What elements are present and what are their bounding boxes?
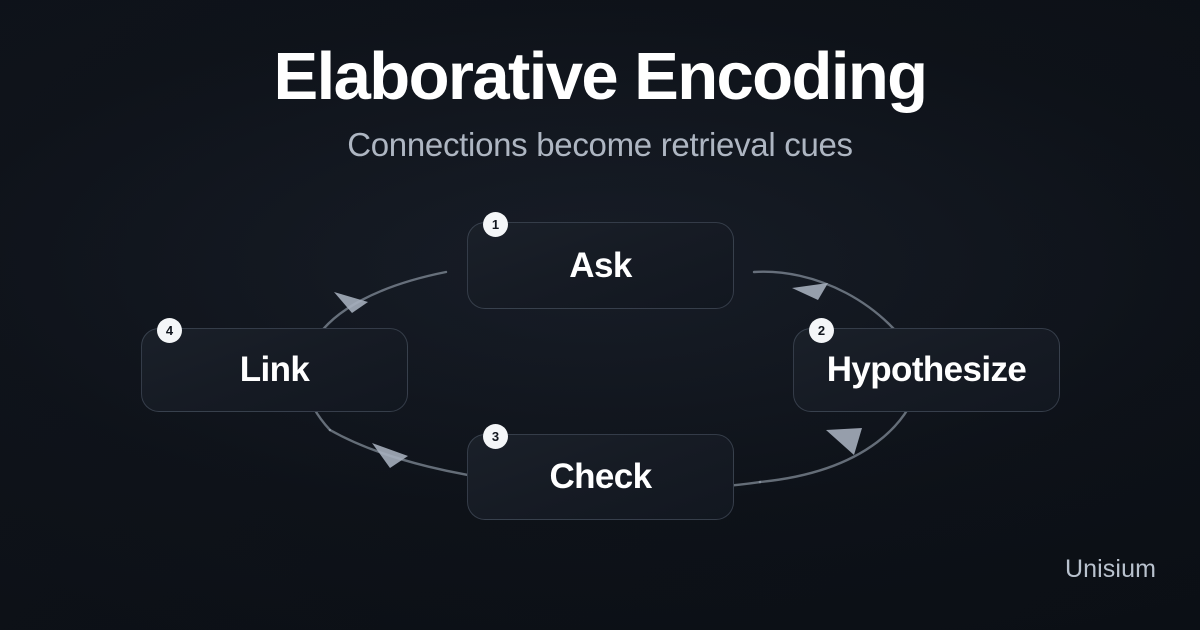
cycle-node-hypothesize[interactable]: 2 Hypothesize xyxy=(793,318,1060,412)
brand-watermark: Unisium xyxy=(1065,555,1156,583)
cycle-node-ask[interactable]: 1 Ask xyxy=(467,212,734,309)
step-badge-1: 1 xyxy=(483,212,508,237)
step-badge-4: 4 xyxy=(157,318,182,343)
header: Elaborative Encoding Connections become … xyxy=(0,0,1200,163)
step-badge-2: 2 xyxy=(809,318,834,343)
cycle-node-check[interactable]: 3 Check xyxy=(467,424,734,520)
cycle-node-label-hypothesize: Hypothesize xyxy=(826,350,1027,389)
cycle-node-label-link: Link xyxy=(239,350,310,389)
cycle-node-link[interactable]: 4 Link xyxy=(141,318,408,412)
page-title: Elaborative Encoding xyxy=(273,39,928,114)
step-badge-3: 3 xyxy=(483,424,508,449)
cycle-node-label-check: Check xyxy=(549,457,652,496)
cycle-node-label-ask: Ask xyxy=(569,245,632,285)
page-subtitle: Connections become retrieval cues xyxy=(347,125,853,163)
